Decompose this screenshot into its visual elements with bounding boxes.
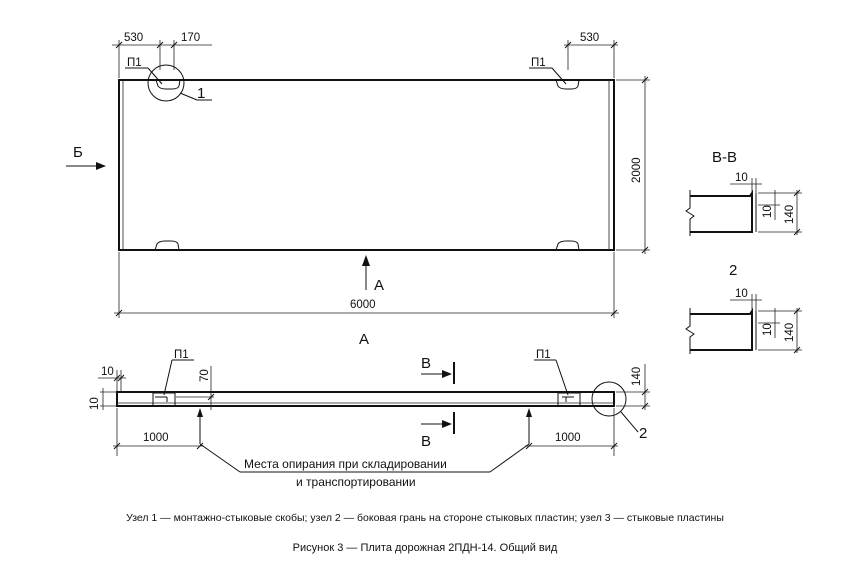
node-1-circle	[147, 64, 185, 102]
side-view-title: А	[359, 331, 369, 348]
section-vv-body	[690, 189, 753, 233]
node-2-detail-body	[690, 307, 753, 351]
section-bottom-label: В	[421, 433, 431, 450]
section-bottom-arrow-head	[442, 420, 452, 428]
tick-16	[196, 442, 204, 450]
section-top-label: В	[421, 355, 431, 372]
tick-2	[156, 41, 164, 49]
section-top-arrow-head	[442, 370, 452, 378]
loop-label-left: П1	[127, 57, 142, 69]
side-dim-1000-left: 1000	[143, 432, 169, 444]
tick-11	[117, 374, 125, 382]
tick-18	[610, 442, 618, 450]
side-dim-1000-right: 1000	[555, 432, 581, 444]
node-2-leader	[620, 411, 639, 433]
node-1-label: 1	[197, 85, 205, 102]
loop-recess-top-left	[155, 79, 181, 90]
loop-recess-bottom-right	[555, 240, 580, 251]
section-vv-dim-140: 140	[784, 205, 796, 224]
support-leader-left	[199, 443, 241, 473]
loop-recess-bottom-left	[154, 240, 180, 251]
support-left-arrow-head	[197, 408, 203, 417]
side-dim-10-left: 10	[89, 397, 101, 410]
tick-8	[115, 309, 123, 317]
dim-2000: 2000	[631, 157, 643, 183]
node-2-detail-dim-10-b: 10	[762, 323, 774, 336]
view-b-arrow-head	[96, 162, 106, 170]
side-loop-right-box	[557, 392, 581, 407]
node-1-leader	[179, 92, 198, 101]
tick-12	[207, 393, 215, 401]
node-2-circle	[591, 381, 627, 417]
dim-170: 170	[181, 32, 200, 44]
section-vv: В-В 10 10 140	[685, 149, 802, 236]
tick-9	[610, 309, 618, 317]
plan-view: 1 530 170 П1 530 П1 Б	[66, 32, 650, 318]
tick-6	[641, 76, 649, 84]
tick-10	[113, 374, 121, 382]
tick-7	[641, 246, 649, 254]
node-2-detail-dim-140: 140	[784, 323, 796, 342]
tick-1	[115, 41, 123, 49]
legend-text: Узел 1 — монтажно-стыковые скобы; узел 2…	[126, 512, 724, 524]
dim-6000: 6000	[350, 299, 376, 311]
dim-530-right: 530	[580, 32, 599, 44]
loop-label-right: П1	[531, 57, 546, 69]
support-leader-right	[489, 443, 530, 473]
tick-5	[610, 41, 618, 49]
side-loop-left-leader	[163, 359, 173, 396]
tick-13	[641, 388, 649, 396]
tick-15	[113, 442, 121, 450]
tick-14	[641, 402, 649, 410]
view-b-label: Б	[73, 144, 83, 161]
side-loop-right-leader	[555, 359, 569, 396]
side-view: А П1 П1 10 10 70	[89, 331, 650, 489]
side-loop-label-right: П1	[536, 349, 551, 361]
loop-right-leader	[551, 67, 567, 85]
side-dim-140: 140	[631, 367, 643, 386]
node-2-detail-break	[685, 308, 695, 354]
support-right-arrow-head	[526, 408, 532, 417]
node-2-detail-title: 2	[729, 262, 737, 279]
tick-20	[793, 228, 801, 236]
side-loop-label-left: П1	[174, 349, 189, 361]
section-vv-title: В-В	[712, 149, 737, 166]
tick-19	[793, 189, 801, 197]
loop-recess-top-right	[555, 79, 580, 90]
dim-530-left: 530	[124, 32, 143, 44]
figure-caption: Рисунок 3 — Плита дорожная 2ПДН-14. Общи…	[292, 542, 558, 554]
side-dim-70: 70	[199, 369, 211, 382]
loop-left-leader	[147, 67, 163, 85]
tick-21	[793, 307, 801, 315]
support-note-line-2: и транспортировании	[296, 475, 416, 489]
section-vv-break	[685, 190, 695, 236]
tick-17	[525, 442, 533, 450]
side-slab-outline	[116, 391, 615, 407]
view-a-label: А	[374, 277, 384, 294]
support-note-line-1: Места опирания при складировании	[244, 457, 447, 471]
node-2-detail-dim-10-a: 10	[735, 288, 748, 300]
tick-3	[170, 41, 178, 49]
node-2-label: 2	[639, 425, 647, 442]
tick-4	[564, 41, 572, 49]
section-vv-dim-10-b: 10	[762, 205, 774, 218]
tick-22	[793, 346, 801, 354]
view-a-arrow-head	[362, 255, 370, 266]
slab-outline	[118, 79, 615, 251]
node-2-detail: 2 10 10 140	[685, 262, 802, 354]
side-dim-10-top: 10	[101, 366, 114, 378]
section-vv-dim-10-a: 10	[735, 172, 748, 184]
